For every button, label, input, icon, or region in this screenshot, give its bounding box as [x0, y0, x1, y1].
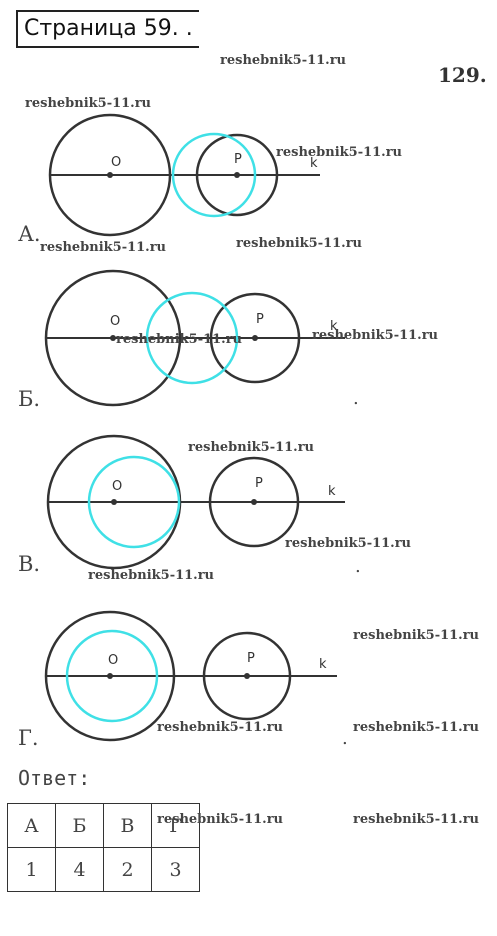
dot-mark: . — [353, 388, 359, 409]
watermark: reshebnik5-11.ru — [220, 53, 347, 68]
table-header-cell: А — [7, 803, 56, 848]
variant-label-c: В. — [18, 552, 41, 576]
watermark: reshebnik5-11.ru — [353, 628, 480, 643]
diagram-c: O P k — [46, 434, 345, 570]
label-k: k — [310, 156, 318, 171]
label-p: P — [255, 476, 263, 491]
table-cell: 4 — [55, 847, 104, 892]
circle-cyan — [145, 291, 239, 385]
circle-o — [44, 269, 182, 407]
variant-label-b: Б. — [18, 387, 41, 411]
watermark: reshebnik5-11.ru — [312, 328, 439, 343]
table-header-cell: Б — [55, 803, 104, 848]
point-o — [107, 172, 113, 178]
circle-o — [48, 113, 172, 237]
watermark: reshebnik5-11.ru — [276, 145, 403, 160]
point-p — [244, 673, 250, 679]
watermark: reshebnik5-11.ru — [353, 720, 480, 735]
label-p: P — [234, 152, 242, 167]
watermark: reshebnik5-11.ru — [157, 720, 284, 735]
point-p — [234, 172, 240, 178]
circle-cyan — [171, 132, 257, 218]
circle-p — [195, 133, 279, 217]
label-k: k — [319, 657, 327, 672]
circle-p — [202, 631, 292, 721]
dot-mark: . — [342, 728, 348, 749]
watermark: reshebnik5-11.ru — [353, 812, 480, 827]
label-p: P — [256, 312, 264, 327]
answer-table: А Б В Г 1 4 2 3 — [7, 803, 200, 892]
table-row: 1 4 2 3 — [7, 847, 200, 892]
answer-title: Ответ: — [18, 766, 91, 790]
label-o: O — [108, 653, 118, 668]
circle-p — [208, 456, 300, 548]
label-o: O — [111, 155, 121, 170]
circle-p — [209, 292, 301, 384]
watermark: reshebnik5-11.ru — [157, 812, 284, 827]
label-k: k — [328, 484, 336, 499]
table-header-cell: В — [103, 803, 152, 848]
table-cell: 3 — [151, 847, 200, 892]
diagram-a: O P k — [48, 113, 320, 237]
point-o — [107, 673, 113, 679]
variant-label-a: А. — [18, 222, 41, 246]
table-cell: 1 — [7, 847, 56, 892]
circle-o — [44, 610, 176, 742]
table-cell: 2 — [103, 847, 152, 892]
label-o: O — [112, 479, 122, 494]
point-o — [110, 335, 116, 341]
label-k: k — [330, 319, 338, 334]
dot-mark: . — [355, 556, 361, 577]
watermark: reshebnik5-11.ru — [188, 440, 315, 455]
problem-number: 129. — [438, 63, 487, 87]
label-o: O — [110, 314, 120, 329]
variant-label-d: Г. — [18, 726, 39, 750]
circle-cyan — [65, 629, 159, 723]
watermark: reshebnik5-11.ru — [116, 332, 243, 347]
diagram-d: O P k — [44, 610, 337, 742]
watermark: reshebnik5-11.ru — [236, 236, 363, 251]
watermark: reshebnik5-11.ru — [40, 240, 167, 255]
circle-cyan — [87, 455, 181, 549]
point-p — [252, 335, 258, 341]
label-p: P — [247, 651, 255, 666]
table-row: А Б В Г — [7, 803, 200, 848]
point-p — [251, 499, 257, 505]
diagram-b: O P k — [44, 269, 345, 407]
watermark: reshebnik5-11.ru — [25, 96, 152, 111]
watermark: reshebnik5-11.ru — [88, 568, 215, 583]
page-label: Страница 59. . — [16, 10, 199, 48]
watermark: reshebnik5-11.ru — [285, 536, 412, 551]
point-o — [111, 499, 117, 505]
